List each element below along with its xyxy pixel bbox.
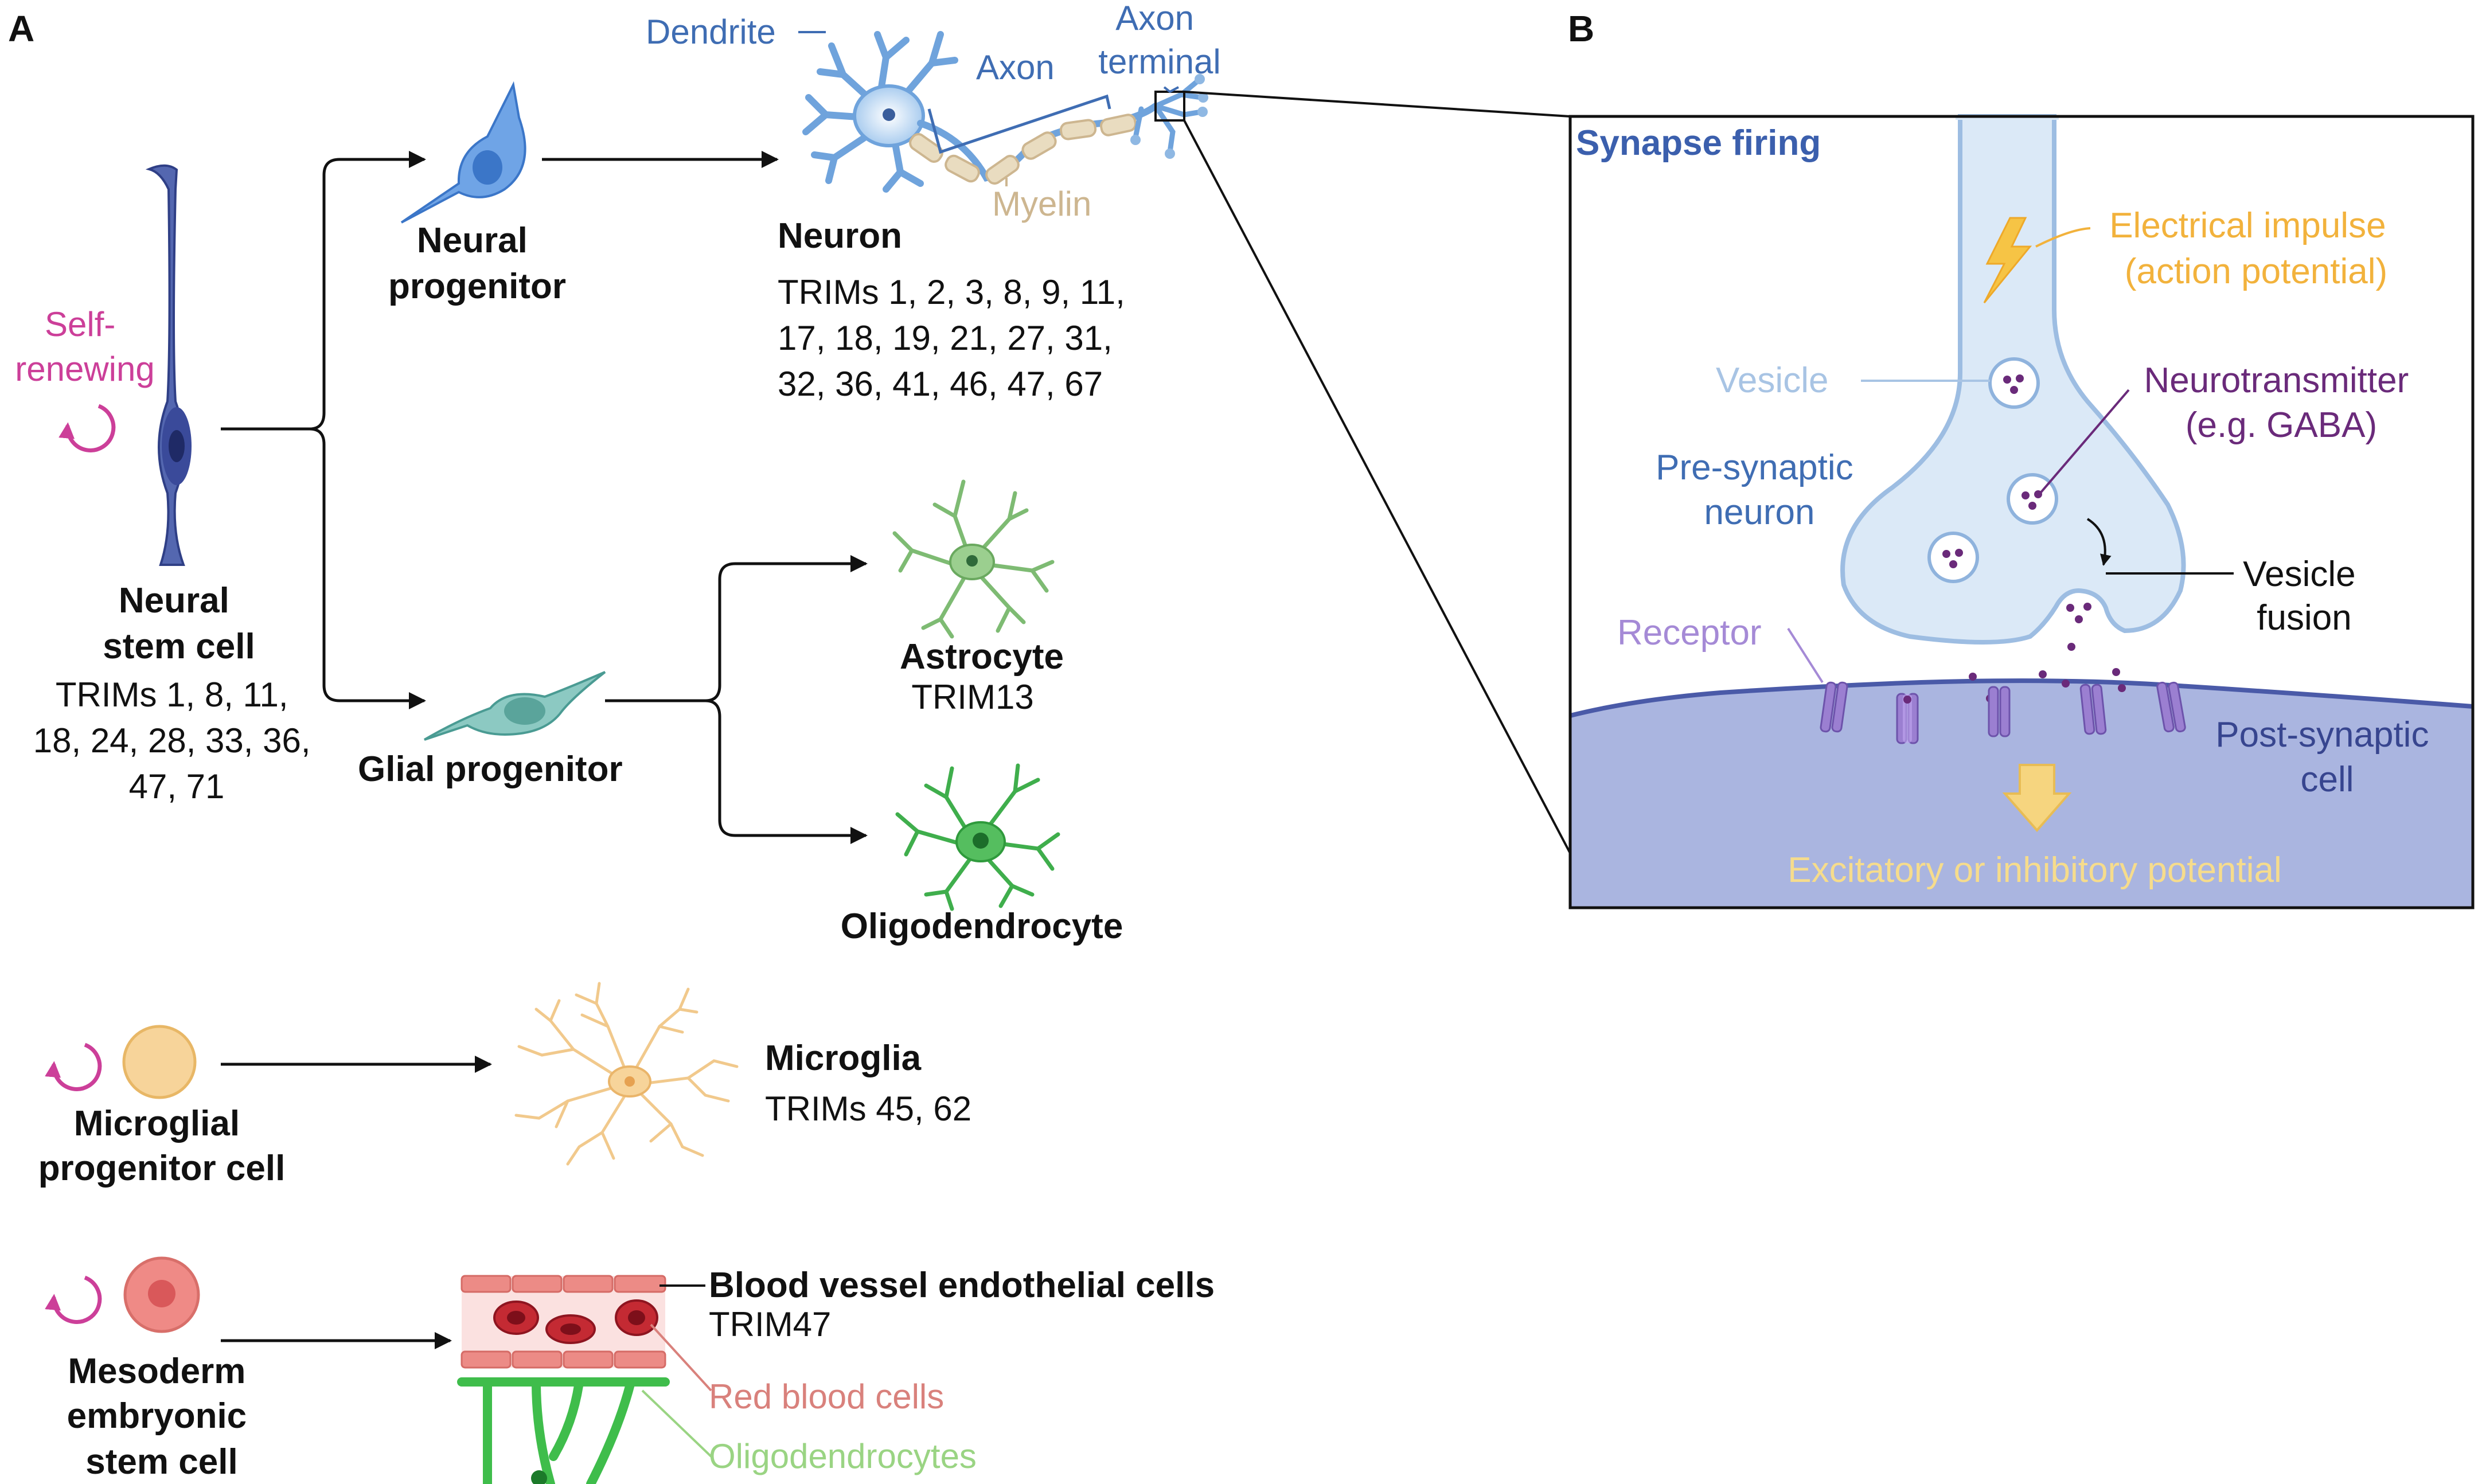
glial-branch-arrows — [605, 555, 868, 844]
microglial-progenitor-icon — [122, 1025, 197, 1099]
zoom-lines — [1183, 91, 1571, 854]
microglia-title: Microglia — [765, 1038, 922, 1078]
mesoderm-self-renew-icon — [45, 1275, 102, 1324]
panel-b-label: B — [1568, 8, 1594, 49]
glial-progenitor-label: Glial progenitor — [358, 749, 623, 789]
mesoderm-stem-cell-icon — [123, 1256, 200, 1333]
neural-stem-cell-icon — [145, 164, 192, 566]
astrocyte-icon — [892, 479, 1055, 639]
synapse-firing-title: Synapse firing — [1576, 123, 1821, 163]
blood-vessel-title: Blood vessel endothelial cells — [709, 1266, 1215, 1305]
neural-progenitor-icon — [400, 81, 526, 224]
glial-progenitor-icon — [423, 671, 606, 741]
synapse-panel — [1568, 114, 2475, 909]
dendrite-label: Dendrite — [646, 13, 776, 51]
down-arrow-icon — [2002, 764, 2072, 833]
axon-bracket — [927, 94, 1111, 154]
mesoderm-stem-cell-label: Mesoderm embryonic stem cell — [67, 1352, 257, 1482]
impulse-leader — [2035, 227, 2091, 248]
rbc-leader — [650, 1323, 712, 1392]
astrocyte-title: Astrocyte — [900, 637, 1064, 677]
blood-vessel-trims: TRIM47 — [709, 1305, 831, 1344]
myelin-label: Myelin — [992, 185, 1091, 223]
neural-stem-cell-title: Neural stem cell — [103, 581, 255, 666]
potential-label: Excitatory or inhibitory potential — [1788, 850, 2282, 890]
microglia-trims: TRIMs 45, 62 — [765, 1089, 971, 1128]
vesicle-fusion-label: Vesicle fusion — [2243, 554, 2366, 638]
receptor-leader — [1787, 627, 1824, 684]
panel-a-label: A — [8, 8, 34, 49]
pre-synaptic-label: Pre-synaptic neuron — [1656, 448, 1863, 532]
microglial-self-renew-icon — [45, 1042, 102, 1091]
stem-cell-branch-arrows — [221, 151, 426, 709]
post-synaptic-label: Post-synaptic cell — [2215, 715, 2438, 799]
lightning-icon — [1983, 217, 2032, 303]
oligodendrocytes-leader — [641, 1389, 712, 1458]
neural-stem-cell-trims: TRIMs 1, 8, 11, 18, 24, 28, 33, 36, 47, … — [33, 675, 320, 806]
oligodendrocyte-icon — [895, 763, 1060, 911]
vesicle-label: Vesicle — [1716, 361, 1828, 400]
neuron-trims: TRIMs 1, 2, 3, 8, 9, 11, 17, 18, 19, 21,… — [778, 273, 1134, 403]
oligodendrocytes-label: Oligodendrocytes — [709, 1437, 977, 1475]
red-blood-cells-label: Red blood cells — [709, 1377, 944, 1416]
neurotransmitter-leader — [2038, 389, 2130, 495]
microglia-icon — [514, 982, 739, 1166]
axon-label: Axon — [976, 48, 1055, 87]
receptor-icon — [1820, 681, 2186, 744]
neurotransmitter-label: Neurotransmitter (e.g. GABA) — [2144, 361, 2419, 445]
axon-terminal-label: Axon terminal — [1098, 0, 1220, 81]
receptor-label: Receptor — [1617, 613, 1762, 653]
oligodendrocyte-title: Oligodendrocyte — [841, 907, 1123, 946]
neuron-icon — [802, 31, 1208, 193]
blood-vessel-icon — [457, 1275, 670, 1484]
neural-progenitor-label: Neural progenitor — [388, 221, 566, 306]
axon-terminal-leader — [1163, 86, 1179, 93]
astrocyte-trims: TRIM13 — [911, 678, 1033, 716]
self-renewing-label: Self- renewing — [15, 305, 155, 388]
electrical-impulse-label: Electrical impulse (action potential) — [2109, 206, 2396, 291]
microglial-progenitor-label: Microglial progenitor cell — [38, 1104, 286, 1188]
self-renew-cycle-icon — [58, 404, 116, 452]
neuron-title: Neuron — [778, 216, 902, 256]
